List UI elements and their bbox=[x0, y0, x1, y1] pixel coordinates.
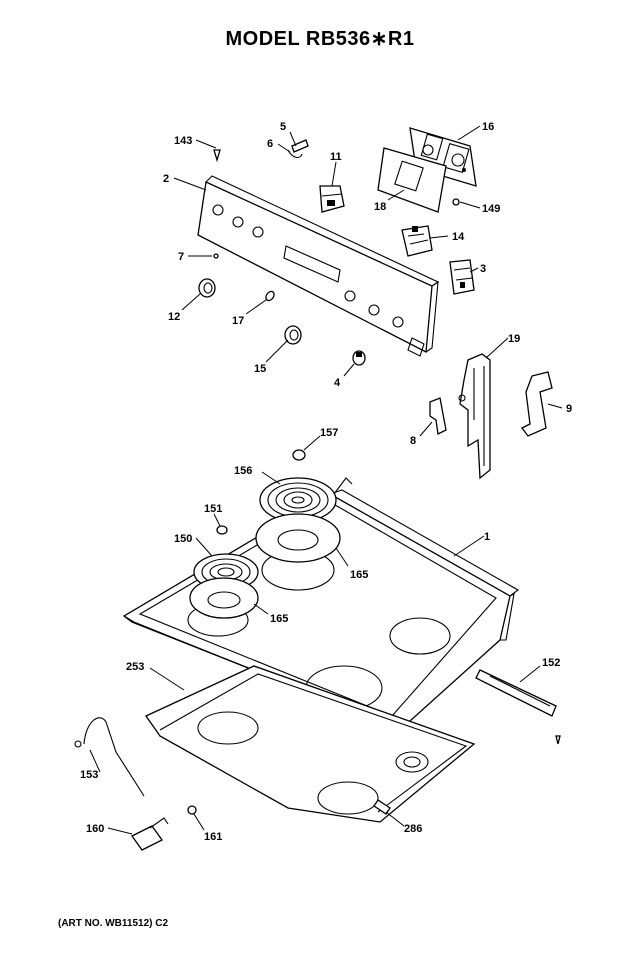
callout-157: 157 bbox=[320, 427, 338, 439]
callout-19: 19 bbox=[508, 333, 520, 345]
callout-14: 14 bbox=[452, 231, 465, 243]
switch-3 bbox=[449, 259, 475, 295]
screw-152 bbox=[555, 735, 561, 745]
screw-7 bbox=[213, 253, 219, 259]
receptacle-157 bbox=[292, 449, 306, 461]
callout-253: 253 bbox=[126, 661, 144, 673]
callout-6: 6 bbox=[267, 138, 273, 150]
callout-labels: 1 2 3 4 5 6 7 8 9 11 12 14 15 16 17 18 1… bbox=[80, 121, 572, 843]
switch-11 bbox=[319, 185, 345, 213]
knob-15 bbox=[284, 325, 302, 345]
bracket-8 bbox=[429, 397, 447, 435]
callout-1: 1 bbox=[484, 531, 490, 543]
callout-15: 15 bbox=[254, 363, 266, 375]
art-number: (ART NO. WB11512) C2 bbox=[58, 918, 169, 929]
callout-4: 4 bbox=[334, 377, 341, 389]
callout-8: 8 bbox=[410, 435, 416, 447]
callout-9: 9 bbox=[566, 403, 572, 415]
grommet-161 bbox=[187, 805, 197, 815]
callout-3: 3 bbox=[480, 263, 486, 275]
callout-151: 151 bbox=[204, 503, 222, 515]
callout-152: 152 bbox=[542, 657, 560, 669]
callout-160: 160 bbox=[86, 823, 104, 835]
callout-7: 7 bbox=[178, 251, 184, 263]
callout-11: 11 bbox=[330, 151, 342, 163]
leader-lines bbox=[89, 125, 563, 835]
callout-2: 2 bbox=[163, 173, 169, 185]
bracket-19 bbox=[458, 353, 491, 480]
clip-143 bbox=[213, 149, 221, 163]
drip-pan-165-large bbox=[255, 513, 341, 563]
callout-165-small: 165 bbox=[270, 613, 288, 625]
knob-12 bbox=[198, 278, 216, 298]
callout-5: 5 bbox=[280, 121, 286, 133]
callout-286: 286 bbox=[404, 823, 422, 835]
diagram-title: MODEL RB536∗R1 bbox=[225, 28, 415, 50]
switch-160 bbox=[131, 817, 169, 851]
bracket-5-6 bbox=[287, 139, 309, 159]
bracket-9 bbox=[521, 371, 553, 437]
callout-143: 143 bbox=[174, 135, 192, 147]
callout-17: 17 bbox=[232, 315, 244, 327]
receptacle-151 bbox=[216, 525, 228, 535]
callout-150: 150 bbox=[174, 533, 192, 545]
burner-box-253 bbox=[145, 665, 476, 823]
switch-14 bbox=[401, 225, 433, 257]
callout-12: 12 bbox=[168, 311, 180, 323]
rail-152 bbox=[475, 669, 557, 717]
callout-156: 156 bbox=[234, 465, 252, 477]
drip-pan-165-small bbox=[189, 577, 259, 619]
callout-165-large: 165 bbox=[350, 569, 368, 581]
screw-149 bbox=[452, 198, 460, 206]
callout-18: 18 bbox=[374, 201, 386, 213]
callout-161: 161 bbox=[204, 831, 222, 843]
screw-286 bbox=[373, 799, 391, 815]
control-panel-part bbox=[197, 175, 440, 357]
burner-element-156 bbox=[259, 477, 353, 523]
callout-153: 153 bbox=[80, 769, 98, 781]
light-17 bbox=[265, 290, 275, 302]
callout-16: 16 bbox=[482, 121, 494, 133]
wire-153 bbox=[74, 717, 145, 797]
callout-149: 149 bbox=[482, 203, 500, 215]
clock-timer-16 bbox=[409, 127, 477, 187]
knob-4 bbox=[352, 350, 366, 366]
